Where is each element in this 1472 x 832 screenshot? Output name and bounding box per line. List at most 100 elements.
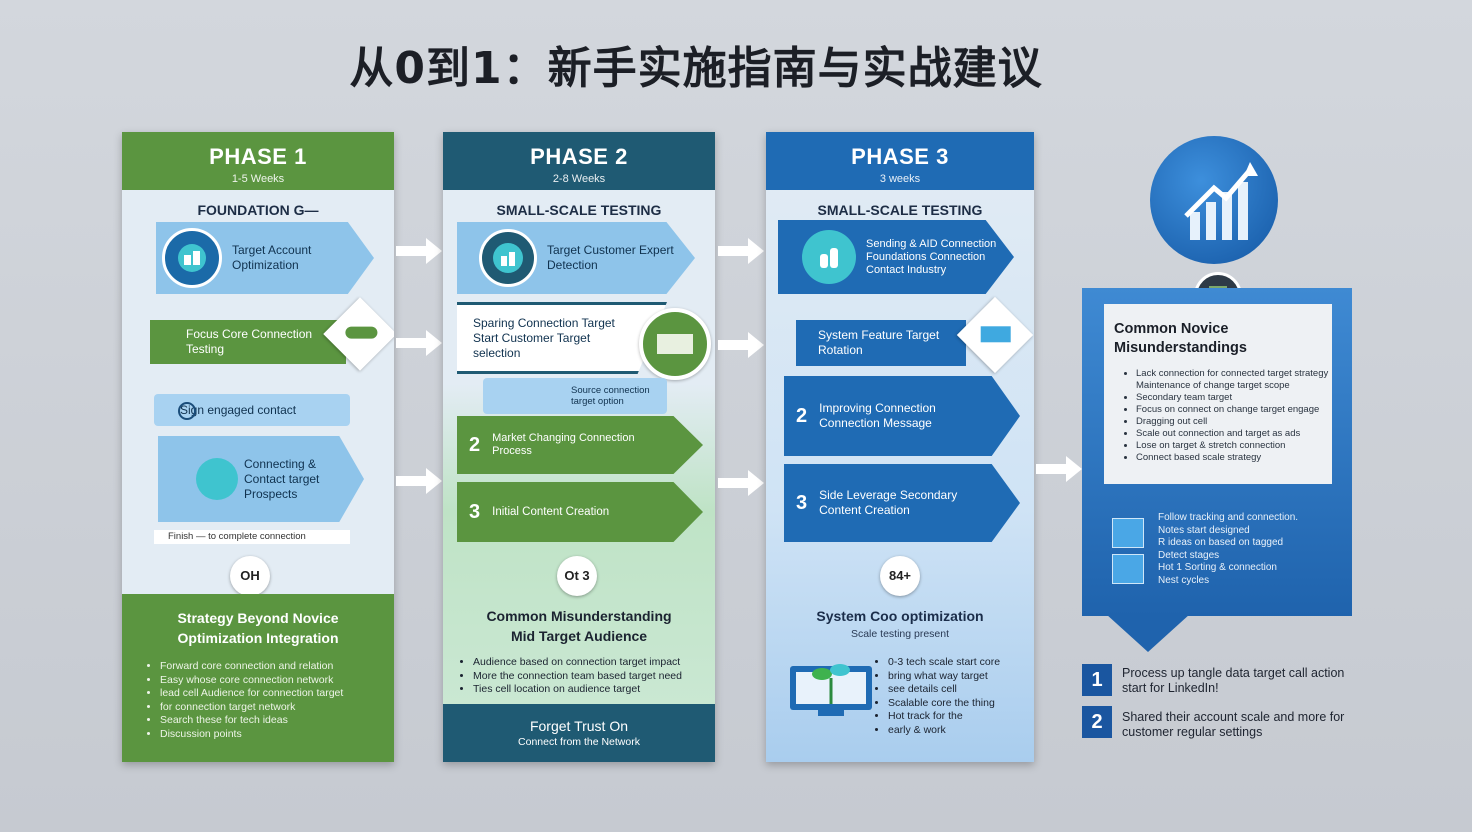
customer-icon <box>196 458 238 500</box>
tips-list: Follow tracking and connection. Notes st… <box>1158 512 1338 587</box>
phase1-box1-label: Target Account Optimization <box>232 243 312 272</box>
phase2-footer-title: Common Misunderstanding Mid Target Audie… <box>486 608 672 644</box>
target-icon <box>162 228 222 288</box>
phase3-box3-label: Improving Connection Connection Message <box>819 401 936 430</box>
phase3-box-foundations: Sending & AID Connection Foundations Con… <box>778 220 1014 294</box>
phase2-box-market-changing: 2 Market Changing Connection Process <box>457 416 703 474</box>
misunderstanding-item: Connect based scale strategy <box>1136 452 1332 464</box>
step-2-text: Shared their account scale and more for … <box>1122 710 1345 739</box>
customer-icon <box>802 230 856 284</box>
phase1-title: PHASE 1 <box>209 144 307 169</box>
tip-item: Nest cycles <box>1158 574 1210 586</box>
phase3-bullet: Hot track for the <box>888 710 1034 724</box>
phase2-box-customer-detection: Target Customer Expert Detection <box>457 222 695 294</box>
phase1-bullets: Forward core connection and relation Eas… <box>148 660 390 741</box>
phase1-bullet: Forward core connection and relation <box>160 660 390 674</box>
phase2-title: PHASE 2 <box>530 144 628 169</box>
misunderstanding-item: Lose on target & stretch connection <box>1136 440 1332 452</box>
phase1-box4-label: Connecting & Contact target Prospects <box>244 456 320 501</box>
misunderstanding-item: Lack connection for connected target str… <box>1136 368 1332 392</box>
arrow-right-icon <box>396 330 442 356</box>
phase3-weeks: 3 weeks <box>879 173 921 185</box>
phase3-title: PHASE 3 <box>851 144 949 169</box>
phase2-box-connection-start: Sparing Connection Target Start Customer… <box>457 302 667 374</box>
phase2-box2-label: Sparing Connection Target Start Customer… <box>473 315 615 360</box>
envelope-icon <box>639 308 711 380</box>
arrow-right-icon <box>718 470 764 496</box>
phase2-box3-label: Source connection target option <box>571 385 650 407</box>
link-small-icon <box>178 402 196 420</box>
phase3-footer-sub: Scale testing present <box>850 628 950 640</box>
phase1-box-target-account: Target Account Optimization <box>156 222 374 294</box>
phase1-bullet: Easy whose core connection network <box>160 674 390 688</box>
phase3-bullet: see details cell <box>888 683 1034 697</box>
phase2-step-number: 2 <box>469 433 481 456</box>
phase1-box3-label: Sign engaged contact <box>180 402 297 417</box>
phase1-footer: Strategy Beyond Novice Optimization Inte… <box>122 594 394 762</box>
phase2-weeks: 2-8 Weeks <box>552 173 606 185</box>
misunderstandings-title: Common Novice Misunderstandings <box>1114 321 1247 356</box>
phase2-box4-label: Market Changing Connection Process <box>492 432 635 457</box>
phase3-box1-label: Sending & AID Connection Foundations Con… <box>866 237 997 276</box>
misunderstandings-panel: Common Novice Misunderstandings Lack con… <box>1082 288 1352 616</box>
phase1-box-core-testing: Focus Core Connection Testing <box>150 320 346 364</box>
arrow-right-icon <box>718 238 764 264</box>
phase1-bullet: for connection target network <box>160 701 390 715</box>
phase2-bottom-title: Forget Trust On <box>529 718 629 734</box>
phase1-weeks: 1-5 Weeks <box>231 173 285 185</box>
check-icon <box>1112 554 1144 584</box>
phase3-bullet: early & work <box>888 724 1034 738</box>
arrow-right-icon <box>396 468 442 494</box>
phase1-column: PHASE 1 1-5 Weeks FOUNDATION G— Target A… <box>122 132 394 762</box>
phase3-bullets: 0-3 tech scale start core bring what way… <box>876 656 1034 737</box>
phase1-box-connecting: Connecting & Contact target Prospects <box>158 436 364 522</box>
misunderstanding-item: Dragging out cell <box>1136 416 1332 428</box>
phase3-box-feature-target: System Feature Target Rotation <box>796 320 966 366</box>
phase2-bullet: More the connection team based target ne… <box>473 670 713 684</box>
step-1-number: 1 <box>1082 664 1112 696</box>
phase3-subtitle: SMALL-SCALE TESTING <box>817 202 983 218</box>
misunderstanding-item: Secondary team target <box>1136 392 1332 404</box>
phase2-bullet: Ties cell location on audience target <box>473 683 713 697</box>
phase2-bullets: Audience based on connection target impa… <box>461 656 713 697</box>
monitor-plant-icon <box>788 652 874 718</box>
misunderstanding-item: Scale out connection and target as ads <box>1136 428 1332 440</box>
phase2-box-source-option: Source connection target option <box>483 378 667 414</box>
phase2-step-number: 3 <box>469 500 481 523</box>
phase1-footer-title: Strategy Beyond Novice Optimization Inte… <box>177 610 339 646</box>
customer-icon <box>479 229 537 287</box>
phase3-bullet: bring what way target <box>888 670 1034 684</box>
arrow-right-icon <box>396 238 442 264</box>
phase1-subtitle: FOUNDATION G— <box>197 202 319 218</box>
phase3-footer-title: System Coo optimization <box>816 608 984 624</box>
phase3-step-number: 3 <box>796 491 808 514</box>
phase2-bottom-sub: Connect from the Network <box>518 736 640 748</box>
tip-item: R ideas on based on tagged <box>1158 537 1284 548</box>
panel-pointer <box>1106 614 1190 652</box>
phase3-box-improving-connection: 2 Improving Connection Connection Messag… <box>784 376 1020 456</box>
misunderstandings-card: Common Novice Misunderstandings Lack con… <box>1104 304 1332 484</box>
tip-item: Follow tracking and connection. <box>1158 512 1299 523</box>
phase2-box-content-creation: 3 Initial Content Creation <box>457 482 703 542</box>
phase2-bullet: Audience based on connection target impa… <box>473 656 713 670</box>
arrow-right-icon <box>718 332 764 358</box>
arrow-right-icon <box>1036 456 1082 482</box>
tip-item: Hot 1 Sorting & connection <box>1158 562 1277 573</box>
phase3-bullet: Scalable core the thing <box>888 697 1034 711</box>
phase2-box1-label: Target Customer Expert Detection <box>547 243 674 272</box>
phase2-badge: Ot 3 <box>557 556 597 596</box>
phase2-bottom-banner: Forget Trust On Connect from the Network <box>443 704 715 762</box>
phase2-box5-label: Initial Content Creation <box>492 505 610 518</box>
phase2-header: PHASE 2 2-8 Weeks <box>443 132 715 190</box>
phase2-subtitle: SMALL-SCALE TESTING <box>496 202 662 218</box>
phase1-bullet: lead cell Audience for connection target <box>160 687 390 701</box>
page-title: 从0到1：新手实施指南与实战建议 <box>349 43 1043 94</box>
phase1-badge: OH <box>230 556 270 596</box>
phase1-bullet: Search these for tech ideas <box>160 714 390 728</box>
phase3-box4-label: Side Leverage Secondary Content Creation <box>819 488 958 517</box>
misunderstanding-item: Focus on connect on change target engage <box>1136 404 1332 416</box>
phase1-box2-label: Focus Core Connection Testing <box>186 327 313 356</box>
growth-chart-icon <box>1150 136 1278 264</box>
phase3-column: PHASE 3 3 weeks SMALL-SCALE TESTING Send… <box>766 132 1034 762</box>
phase3-badge: 84+ <box>880 556 920 596</box>
